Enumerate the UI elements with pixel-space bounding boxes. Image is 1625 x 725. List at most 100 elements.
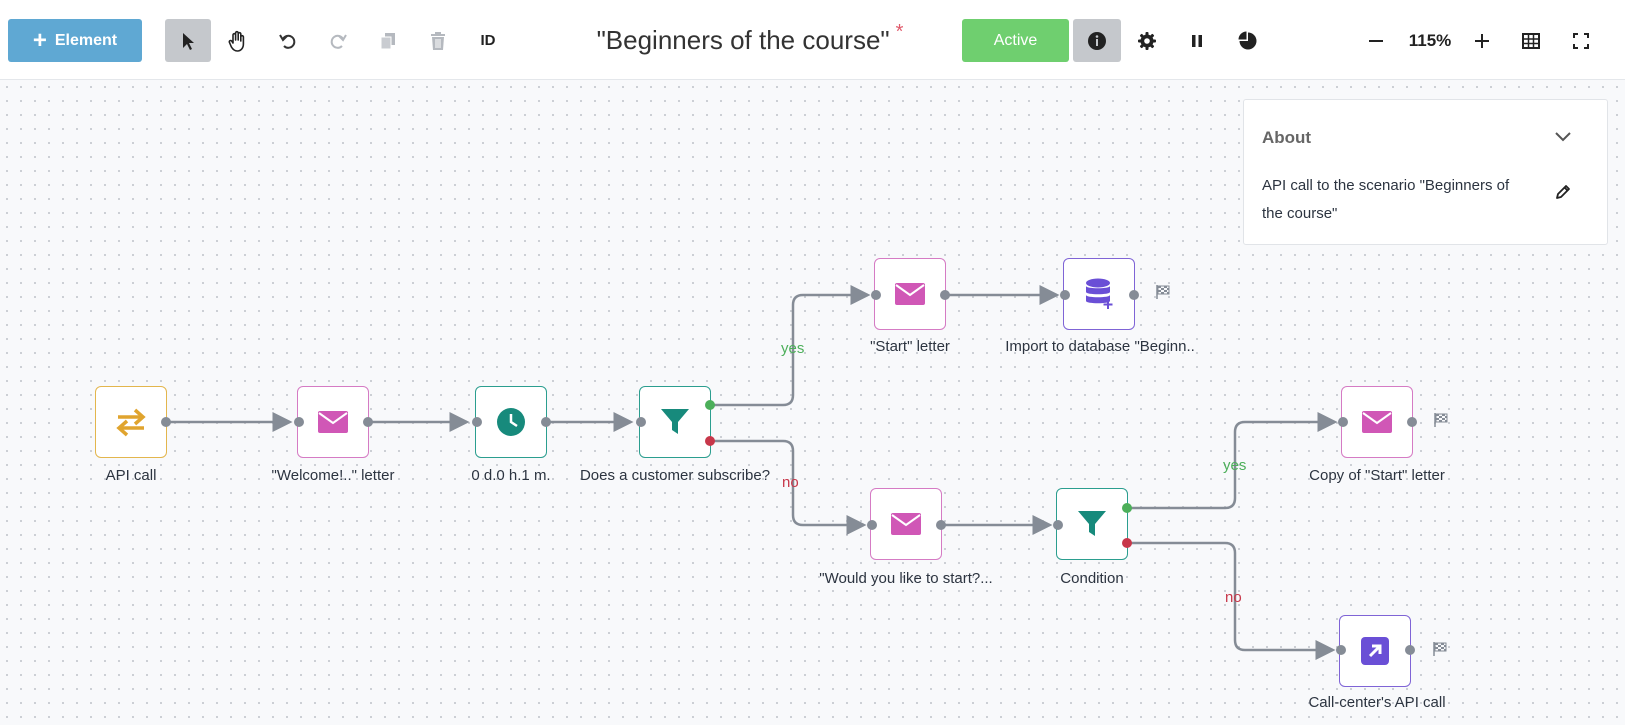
about-title: About (1262, 128, 1312, 147)
edge-subscribe-no[interactable] (711, 439, 867, 535)
input-port[interactable] (867, 520, 877, 530)
node-welcome-letter[interactable] (297, 386, 369, 458)
add-element-label: Element (54, 31, 118, 49)
undo-icon (279, 33, 296, 49)
output-port[interactable] (1129, 290, 1139, 300)
finish-flag-icon (1432, 641, 1448, 662)
zoom-out-button[interactable] (1353, 19, 1399, 62)
edge-label-yes: yes (1223, 457, 1247, 474)
no-output-port[interactable] (1122, 538, 1132, 548)
clock-icon (497, 408, 525, 436)
about-description: API call to the scenario "Beginners of t… (1262, 177, 1510, 222)
envelope-icon (318, 411, 348, 433)
hand-icon (228, 30, 245, 52)
zoom-level: 115% (1408, 30, 1452, 50)
info-icon (1088, 31, 1106, 50)
input-port[interactable] (636, 417, 646, 427)
finish-flag-icon (1433, 412, 1449, 433)
edge-condition-no[interactable] (1131, 541, 1336, 660)
output-port[interactable] (363, 417, 373, 427)
input-port[interactable] (871, 290, 881, 300)
input-port[interactable] (1053, 520, 1063, 530)
add-element-button[interactable]: + Element (8, 19, 142, 62)
node-label: Copy of "Start" letter (1309, 467, 1445, 484)
output-port[interactable] (1405, 645, 1415, 655)
undo-button[interactable] (265, 19, 311, 62)
about-panel: About API call to the scenario "Beginner… (1243, 99, 1608, 245)
node-api-call[interactable] (95, 386, 167, 458)
node-label: Call-center's API call (1308, 694, 1446, 711)
node-start-letter[interactable] (874, 258, 946, 330)
node-label: 0 d.0 h.1 m. (471, 467, 551, 484)
finish-flag-icon (1155, 284, 1171, 305)
output-port[interactable] (1407, 417, 1417, 427)
copy-icon (380, 32, 395, 49)
node-copy-start-letter[interactable] (1341, 386, 1413, 458)
edge-condition-yes[interactable] (1131, 412, 1338, 510)
chevron-down-icon[interactable] (1554, 130, 1572, 148)
info-button[interactable] (1073, 19, 1121, 62)
pan-tool-button[interactable] (215, 19, 261, 62)
node-would-you-like-letter[interactable] (870, 488, 942, 560)
node-subscribe-condition[interactable] (639, 386, 711, 458)
fullscreen-button[interactable] (1558, 19, 1604, 62)
output-port[interactable] (940, 290, 950, 300)
edge-label-yes: yes (781, 340, 805, 357)
node-delay[interactable] (475, 386, 547, 458)
id-label: ID (480, 32, 496, 49)
no-output-port[interactable] (705, 436, 715, 446)
cursor-icon (183, 32, 194, 50)
grid-toggle-button[interactable] (1508, 19, 1554, 62)
status-active-button[interactable]: Active (962, 19, 1069, 62)
show-ids-button[interactable]: ID (465, 19, 511, 62)
node-label: Condition (1060, 570, 1124, 587)
redo-button[interactable] (315, 19, 361, 62)
node-label: API call (105, 467, 157, 484)
unsaved-indicator: * (895, 20, 904, 43)
node-label: "Welcome!.." letter (271, 467, 395, 484)
input-port[interactable] (1336, 645, 1346, 655)
select-tool-button[interactable] (165, 19, 211, 62)
output-port[interactable] (541, 417, 551, 427)
edge-subscribe-yes[interactable] (711, 285, 871, 407)
output-port[interactable] (161, 417, 171, 427)
status-label: Active (993, 31, 1038, 49)
plus-icon: + (32, 26, 47, 54)
yes-output-port[interactable] (705, 400, 715, 410)
node-label: "Start" letter (870, 338, 950, 355)
filter-icon (1078, 511, 1106, 536)
node-import-database[interactable] (1063, 258, 1135, 330)
zoom-in-button[interactable] (1459, 19, 1505, 62)
scenario-title-text: "Beginners of the course" (596, 24, 890, 55)
copy-button[interactable] (365, 19, 411, 62)
envelope-icon (1362, 411, 1392, 433)
grid-icon (1522, 32, 1540, 49)
trash-icon (431, 31, 445, 50)
input-port[interactable] (472, 417, 482, 427)
node-callcenter-api-call[interactable] (1339, 615, 1411, 687)
swap-arrows-icon (116, 408, 146, 437)
input-port[interactable] (1060, 290, 1070, 300)
node-condition[interactable] (1056, 488, 1128, 560)
statistics-button[interactable] (1225, 19, 1271, 62)
gear-icon (1138, 31, 1156, 50)
output-port[interactable] (936, 520, 946, 530)
minus-icon (1369, 39, 1383, 42)
pause-button[interactable] (1174, 19, 1220, 62)
pencil-icon[interactable] (1554, 183, 1572, 206)
envelope-icon (891, 513, 921, 535)
toolbar: + Element ID "Beginners of the course" *… (0, 0, 1625, 80)
delete-button[interactable] (415, 19, 461, 62)
input-port[interactable] (294, 417, 304, 427)
redo-icon (330, 33, 347, 49)
edge-label-no: no (1225, 589, 1242, 606)
input-port[interactable] (1338, 417, 1348, 427)
node-label: "Would you like to start?... (819, 570, 993, 587)
scenario-title: "Beginners of the course" * (560, 18, 940, 62)
database-add-icon (1086, 278, 1113, 309)
envelope-icon (895, 283, 925, 305)
external-link-icon (1361, 637, 1389, 665)
settings-button[interactable] (1124, 19, 1170, 62)
yes-output-port[interactable] (1122, 503, 1132, 513)
